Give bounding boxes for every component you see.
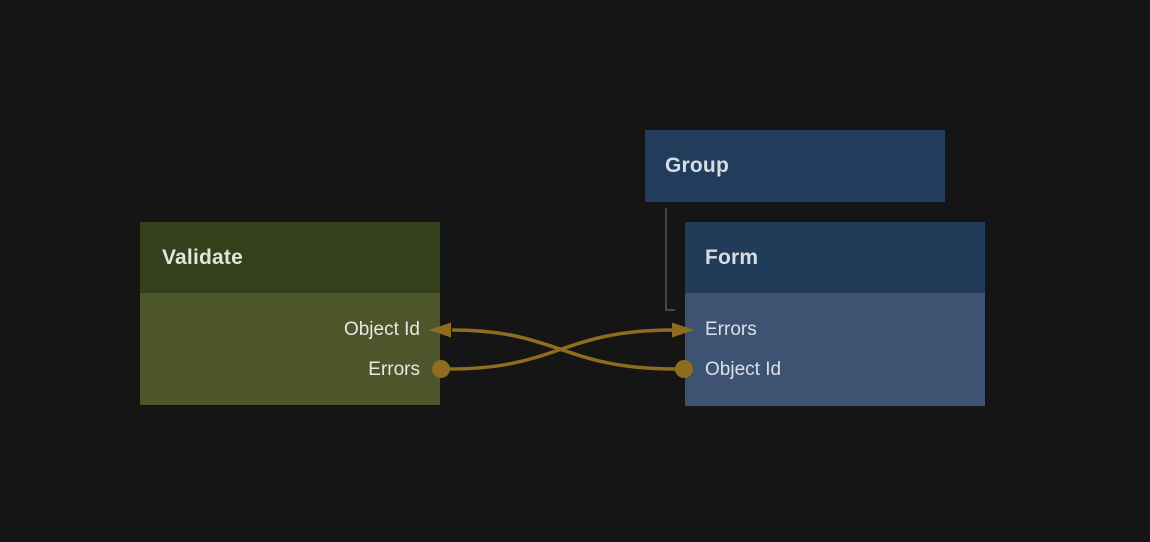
- node-validate-header[interactable]: Validate: [140, 222, 440, 293]
- port-form-object-id[interactable]: Object Id: [685, 350, 985, 390]
- node-validate-title: Validate: [162, 245, 243, 269]
- node-group-title: Group: [665, 154, 729, 177]
- edge-validate-errors-to-form-errors[interactable]: [448, 328, 674, 371]
- port-form-errors[interactable]: Errors: [685, 310, 985, 350]
- port-label: Object Id: [705, 359, 782, 380]
- node-group-header[interactable]: Group: [645, 130, 945, 202]
- node-form-title: Form: [705, 245, 759, 269]
- port-label: Errors: [368, 359, 420, 380]
- port-validate-object-id[interactable]: Object Id: [140, 310, 440, 350]
- node-group[interactable]: Group: [645, 130, 945, 202]
- node-validate-body: Object Id Errors: [140, 293, 440, 390]
- edge-group-to-form[interactable]: [665, 208, 675, 311]
- node-validate[interactable]: Validate Object Id Errors: [140, 222, 440, 405]
- port-label: Errors: [705, 319, 757, 340]
- port-label: Object Id: [343, 319, 420, 340]
- edge-form-objectid-to-validate-objectid[interactable]: [451, 328, 677, 371]
- node-form[interactable]: Form Errors Object Id: [685, 222, 985, 406]
- port-validate-errors[interactable]: Errors: [140, 350, 440, 390]
- node-form-body: Errors Object Id: [685, 293, 985, 390]
- node-form-header[interactable]: Form: [685, 222, 985, 293]
